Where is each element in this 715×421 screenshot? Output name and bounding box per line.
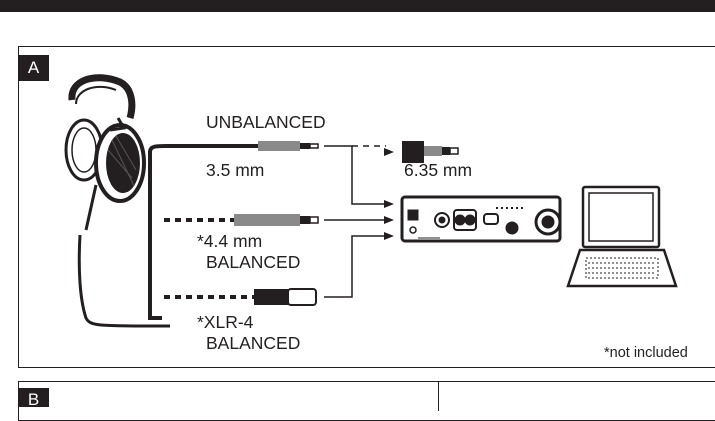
top-bar <box>0 0 715 12</box>
label-unbalanced: UNBALANCED <box>206 112 326 132</box>
cable-unbalanced <box>148 144 258 320</box>
panel-a-tag: A <box>18 55 49 81</box>
label-xlr4: *XLR-4 <box>197 312 254 332</box>
amplifier-icon <box>400 195 562 243</box>
connection-diagram <box>64 74 678 328</box>
footnote: *not included <box>604 345 688 361</box>
headphones-icon <box>64 74 170 328</box>
panel-b-divider <box>438 381 439 411</box>
panel-a <box>18 46 715 368</box>
panel-b-tag: B <box>18 388 49 407</box>
laptop-icon <box>566 185 678 288</box>
plug-35mm-icon <box>258 141 319 151</box>
plug-44mm-icon <box>234 214 319 226</box>
label-balanced-xlr: BALANCED <box>206 333 301 353</box>
arrow-heads <box>384 148 394 240</box>
label-635mm: 6.35 mm <box>404 160 473 180</box>
plug-xlr4-icon <box>254 288 317 306</box>
connection-lines <box>324 145 386 298</box>
label-35mm: 3.5 mm <box>206 160 265 180</box>
label-balanced-44: BALANCED <box>206 252 301 272</box>
adapter-icon <box>402 141 459 163</box>
panel-b <box>18 381 715 421</box>
label-44mm: *4.4 mm <box>197 231 263 251</box>
